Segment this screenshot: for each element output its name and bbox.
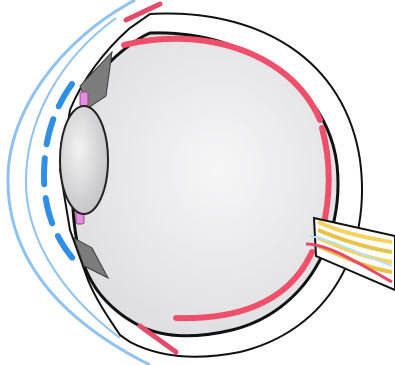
lens [60,106,108,214]
ciliary-body-upper [80,92,88,106]
